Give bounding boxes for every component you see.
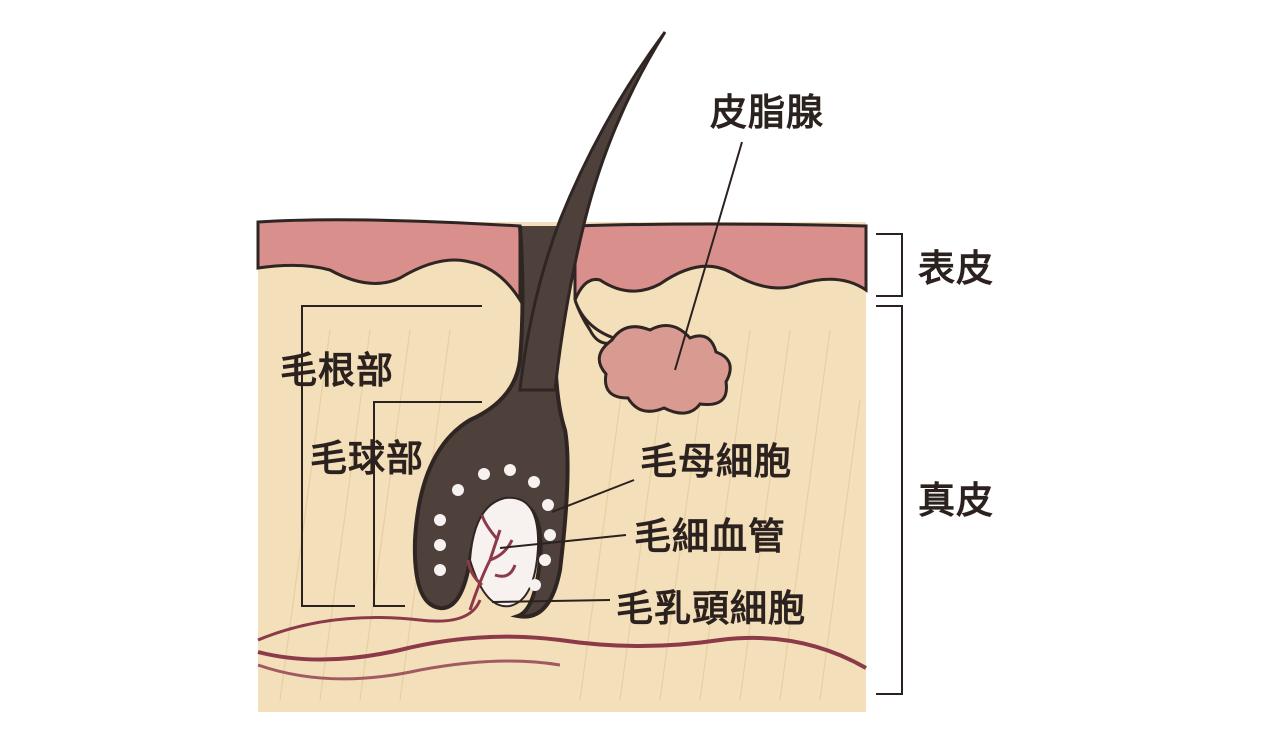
sebaceous-gland	[597, 324, 732, 415]
label-hair-root: 毛根部	[280, 349, 394, 392]
label-hair-matrix-cells: 毛母細胞	[640, 440, 792, 483]
leader-lines	[491, 141, 743, 603]
label-dermis: 真皮	[918, 479, 994, 522]
label-dermal-papilla-cells: 毛乳頭細胞	[616, 587, 806, 630]
brackets-left	[301, 305, 482, 607]
papilla-capillaries	[466, 514, 517, 611]
label-capillary: 毛細血管	[634, 515, 786, 558]
dermis-vessel-bottom	[257, 659, 561, 681]
hair-shaft	[518, 31, 667, 392]
label-hair-bulb: 毛球部	[310, 437, 424, 480]
sebaceous-gland-duct	[573, 299, 625, 345]
brackets-right	[876, 233, 903, 695]
dermis-vessel-upper	[257, 599, 482, 642]
epidermis-layer-right	[573, 222, 868, 301]
label-sebaceous-gland: 皮脂腺	[710, 91, 824, 134]
matrix-cell-dots	[434, 464, 556, 591]
dermis-vessel-lower	[257, 634, 867, 670]
label-epidermis: 表皮	[918, 247, 994, 290]
epidermis-layer-left	[256, 218, 522, 306]
